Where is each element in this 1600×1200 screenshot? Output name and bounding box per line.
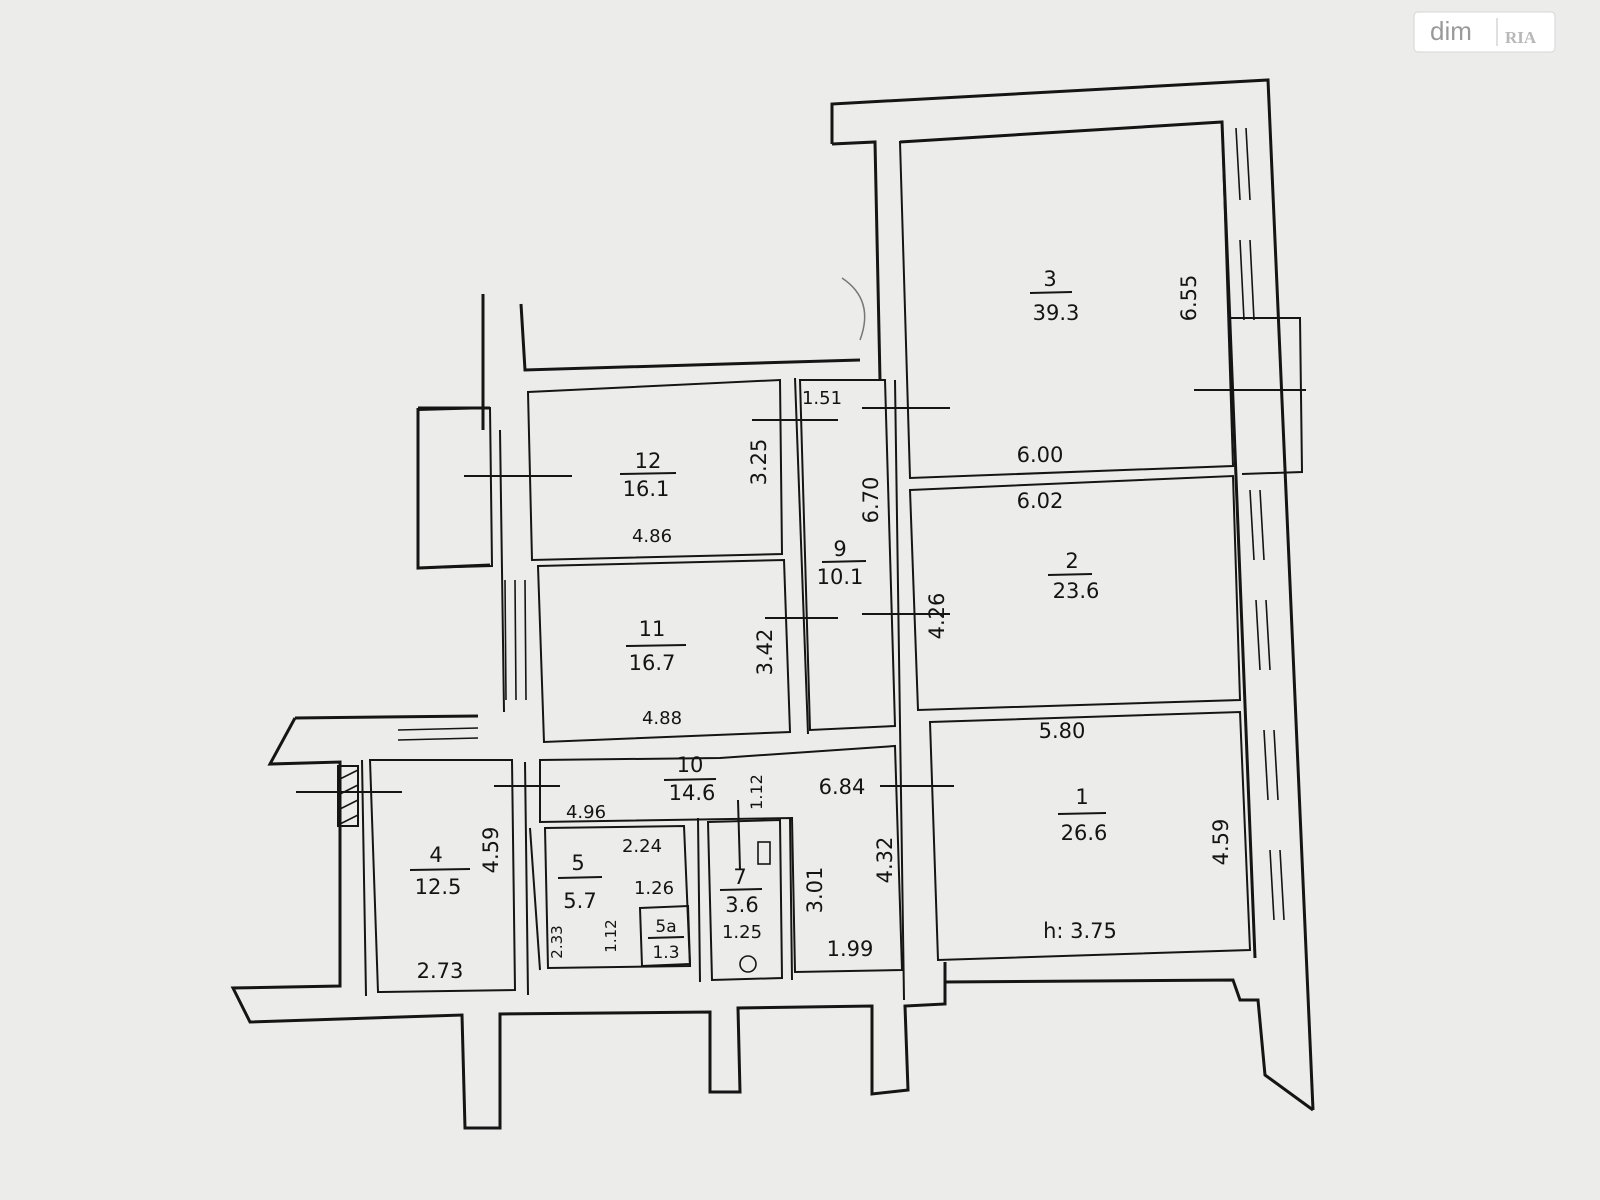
room-10-outline (539, 744, 904, 974)
window-room2-b (1255, 599, 1271, 671)
room-7-outline (706, 818, 784, 982)
dim-room2-depth: 4.26 (925, 593, 949, 640)
dim-room4-depth: 4.59 (479, 827, 503, 874)
window-room3-b (1239, 239, 1255, 321)
room-10-area: 14.6 (669, 781, 716, 805)
room-4-number: 4 (429, 843, 442, 867)
room-7-area: 3.6 (725, 893, 758, 917)
room-11-number: 11 (639, 617, 666, 641)
dim-room1-depth: 4.59 (1209, 819, 1233, 866)
sink-icon (757, 841, 771, 865)
room-9-number: 9 (833, 537, 846, 561)
room-5-outline (543, 824, 692, 970)
room-5a-area: 1.3 (652, 943, 679, 963)
room-11-outline (536, 558, 792, 744)
room-9-outline (798, 379, 897, 732)
window-room1-a (1263, 729, 1279, 801)
dim-ceiling-height: h: 3.75 (1043, 919, 1117, 943)
room-12-outline (526, 378, 784, 562)
room-1-outline (928, 710, 1252, 962)
dim-room4-width: 2.73 (417, 959, 464, 983)
dim-room5-depth: 2.33 (548, 925, 566, 958)
window-room4-top (397, 727, 479, 741)
dimension-labels: 6.55 6.00 6.02 4.26 5.80 4.59 h: 3.75 4.… (417, 275, 1233, 983)
room-11-area: 16.7 (629, 651, 676, 675)
room-12-area: 16.1 (623, 477, 670, 501)
dim-door-151: 1.51 (802, 388, 842, 409)
watermark-badge: dim RIA (1413, 11, 1556, 53)
dim-room11-width: 4.88 (642, 708, 682, 729)
room-outlines (361, 120, 1252, 1001)
dim-corridor-right: 3.01 (803, 867, 827, 914)
room-4-area: 12.5 (415, 875, 462, 899)
room-3-number: 3 (1043, 267, 1056, 291)
watermark-brand: dim (1430, 16, 1472, 46)
dim-room7-top: 1.12 (747, 774, 766, 810)
dim-room1-width: 5.80 (1039, 719, 1086, 743)
room-5-area: 5.7 (563, 889, 596, 913)
windows (337, 127, 1285, 921)
balconies (417, 317, 1304, 569)
dim-room12-width: 4.86 (632, 526, 672, 547)
dim-room3-width: 6.00 (1017, 443, 1064, 467)
room-9-area: 10.1 (817, 565, 864, 589)
window-room2-a (1249, 489, 1265, 561)
dim-corridor-bottom: 1.99 (827, 937, 874, 961)
balcony-left (417, 406, 494, 569)
window-room3-a (1235, 127, 1251, 201)
room-2-area: 23.6 (1053, 579, 1100, 603)
dim-room9-depth: 6.70 (859, 477, 883, 524)
door-arc (841, 277, 866, 341)
door-marks (296, 277, 1306, 973)
dim-room5-inner: 1.26 (634, 878, 674, 899)
dim-room2-width: 6.02 (1017, 489, 1064, 513)
window-room11 (504, 579, 527, 701)
dim-corridor-depth: 4.32 (873, 837, 897, 884)
room-2-outline (908, 474, 1242, 712)
hatched-block (337, 765, 359, 827)
room-1-number: 1 (1075, 785, 1088, 809)
dim-room11-depth: 3.42 (753, 629, 777, 676)
dim-room7-width: 1.25 (722, 922, 762, 943)
dim-room5-width: 2.24 (622, 836, 662, 857)
window-room1-b (1269, 849, 1285, 921)
dim-room5-side: 1.12 (602, 919, 620, 952)
room-10-number: 10 (677, 753, 704, 777)
room-12-number: 12 (635, 449, 662, 473)
room-5a-number: 5a (655, 917, 676, 937)
room-3-outline (898, 120, 1235, 480)
watermark-box (1413, 11, 1556, 53)
watermark-sub: RIA (1505, 28, 1537, 47)
toilet-icon (739, 955, 757, 973)
room-2-number: 2 (1065, 549, 1078, 573)
room-3-area: 39.3 (1033, 301, 1080, 325)
balcony-right (1230, 317, 1304, 475)
dim-room10-left: 4.96 (566, 802, 606, 823)
dim-room3-height: 6.55 (1177, 275, 1201, 322)
room-7-number: 7 (733, 865, 746, 889)
outer-walls (230, 78, 1315, 1130)
room-5-number: 5 (571, 851, 584, 875)
dim-room10-width: 6.84 (819, 775, 866, 799)
room-1-area: 26.6 (1061, 821, 1108, 845)
room-labels: 3 39.3 2 23.6 1 26.6 12 16.1 11 16.7 9 1… (409, 267, 1108, 963)
dim-room12-depth: 3.25 (747, 439, 771, 486)
room-4-outline (368, 759, 517, 994)
room-5a-outline (638, 904, 692, 968)
